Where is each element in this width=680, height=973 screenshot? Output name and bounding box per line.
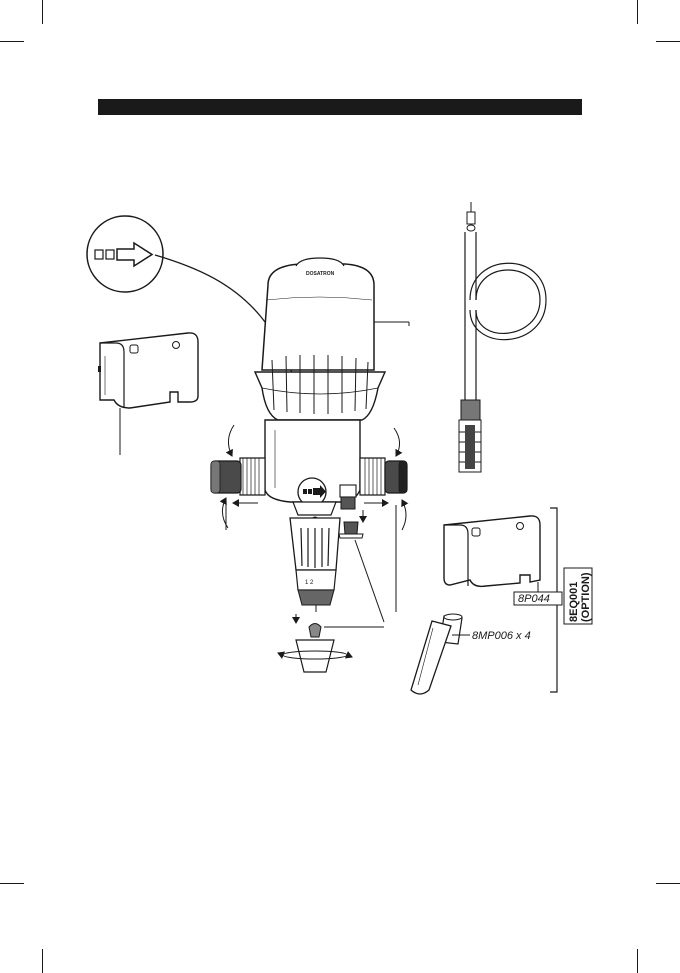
kit-code-label: 8EQ001 (OPTION) [564,568,592,624]
wall-bracket-left [98,333,198,455]
kit-note-text: (OPTION) [580,572,592,622]
brand-mark: DOSATRON [306,271,335,277]
check-valve-strainer [278,614,384,672]
tube-part-label: 8MP006 x 4 [472,630,531,642]
suction-hose [459,202,546,472]
plate-part-label: 8P044 [514,592,562,605]
dose-scale-mark: 1 2 [305,580,314,586]
plate-part-text: 8P044 [518,593,550,605]
kit-code-text: 8EQ001 [568,582,580,622]
tubes-option [411,614,470,694]
suction-cap [339,510,384,622]
wall-bracket-option [444,516,540,594]
dosing-pump: DOSATRON [211,258,409,612]
